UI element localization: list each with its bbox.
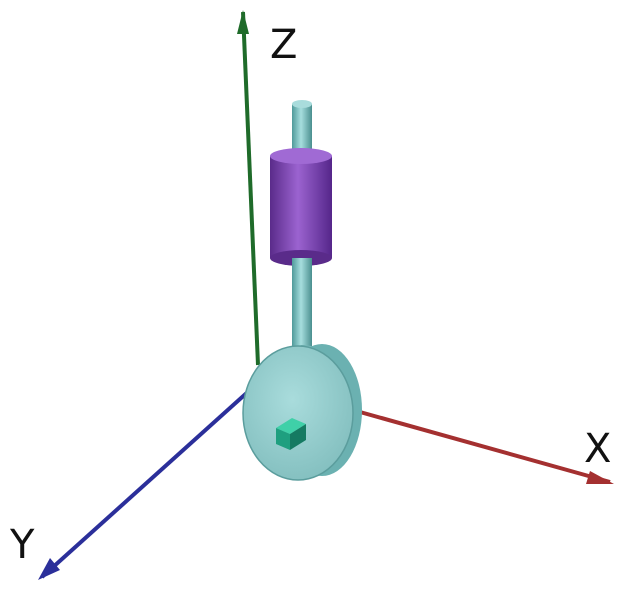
follower-rod-top — [292, 104, 312, 154]
z-axis-label: Z — [270, 22, 297, 68]
shaft-key-front — [276, 428, 290, 450]
shaft-key-side — [290, 424, 306, 450]
cam-disk-face — [242, 345, 354, 481]
x-axis-arrowhead — [586, 471, 614, 484]
x-axis-line — [359, 410, 611, 484]
follower-rod-bottom — [292, 262, 312, 352]
y-axis-label: Y — [9, 522, 35, 568]
x-axis-label: X — [584, 426, 611, 472]
z-axis-line — [241, 11, 260, 366]
follower-rod — [292, 100, 312, 352]
follower-rod-top-cap — [292, 100, 312, 108]
shaft-key-top — [276, 418, 306, 434]
shaft-key-icon — [276, 418, 306, 450]
x-axis: X — [359, 410, 614, 484]
cam-disk — [242, 344, 362, 481]
guide-bushing-body — [270, 156, 332, 258]
follower-rod-collar — [292, 258, 312, 268]
y-axis-arrowhead — [38, 558, 60, 580]
guide-bushing — [270, 148, 332, 268]
z-axis: Z — [237, 10, 297, 366]
y-axis-line — [40, 388, 252, 579]
guide-bushing-top — [270, 148, 332, 164]
z-axis-arrowhead — [237, 10, 249, 34]
y-axis: Y — [9, 388, 252, 580]
